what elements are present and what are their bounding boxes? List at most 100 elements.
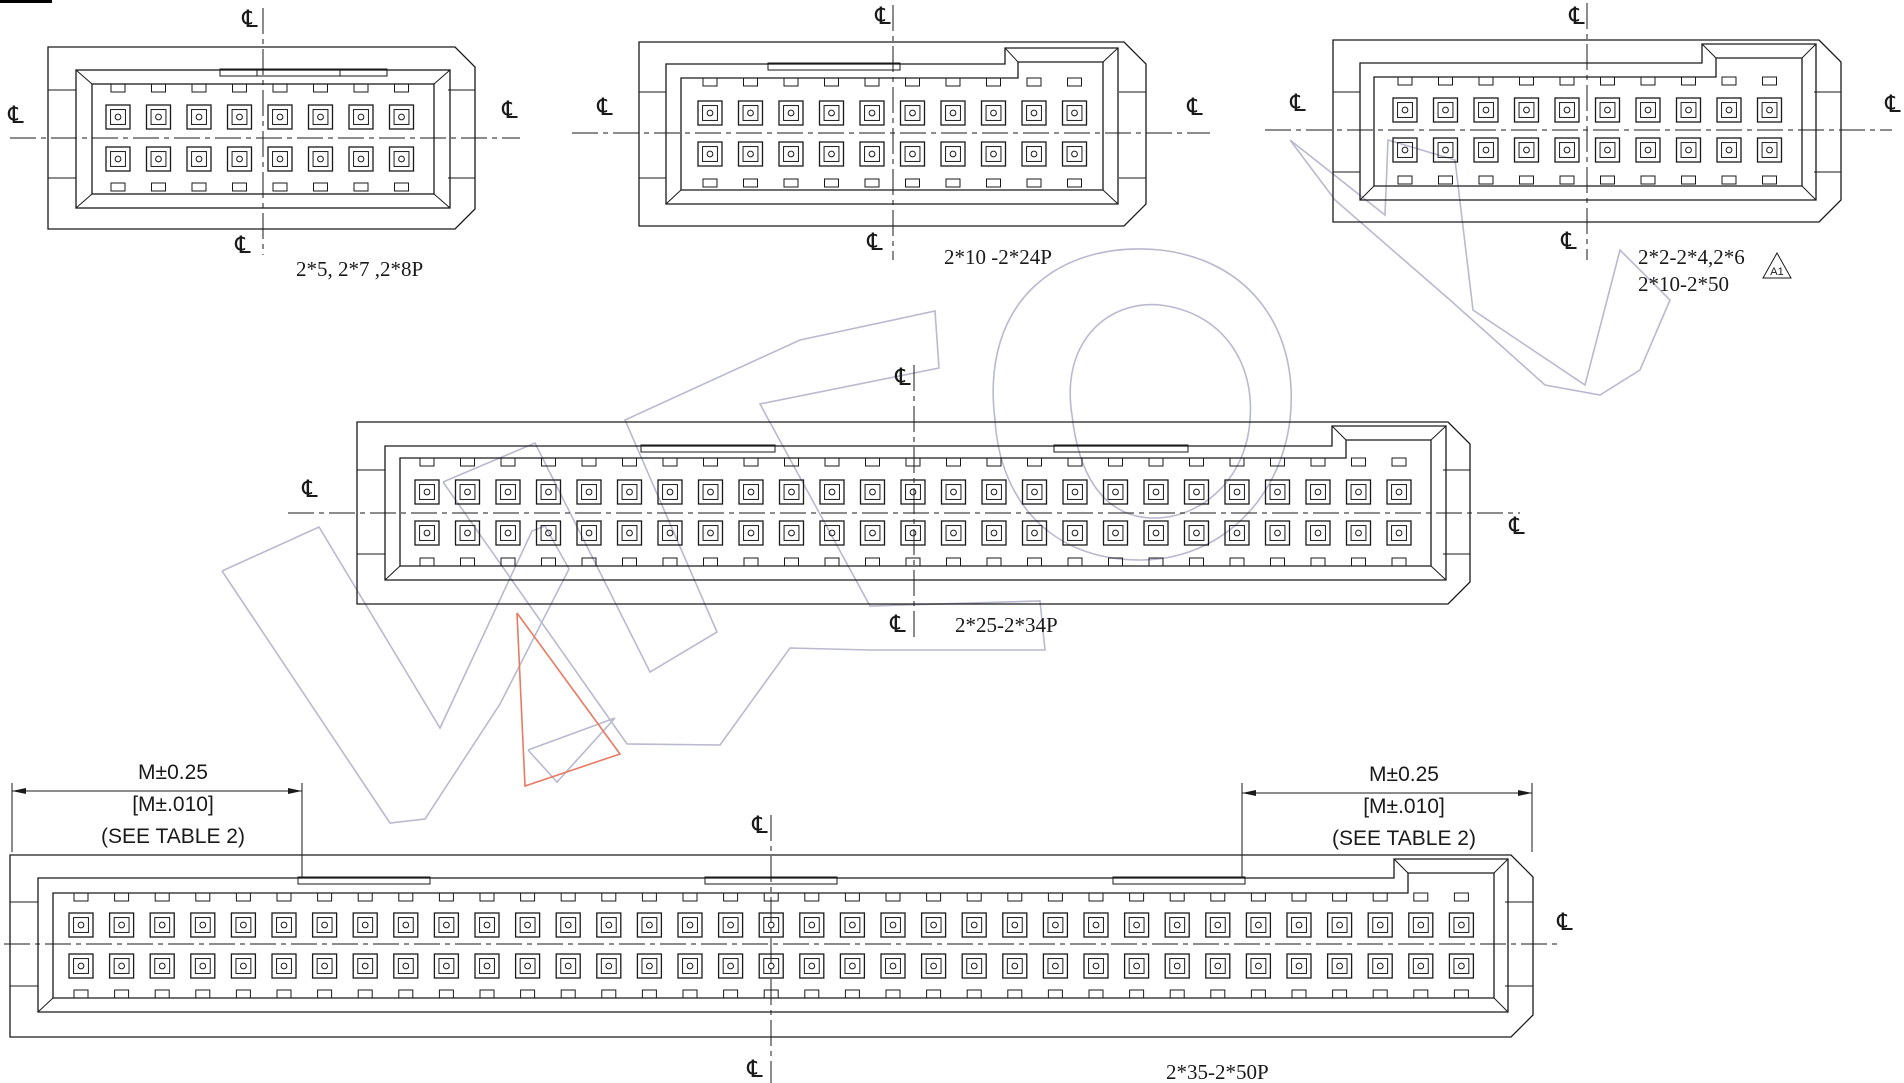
slot-bottom: [1270, 557, 1285, 567]
pin-dot: [970, 962, 978, 970]
pin-inner: [581, 525, 597, 541]
pin-outer: [1367, 953, 1393, 979]
pin-outer: [149, 953, 175, 979]
slot-top: [986, 457, 1002, 467]
pin-dot: [317, 113, 324, 121]
pin-inner: [194, 917, 211, 933]
dimension-note-left: (SEE TABLE 2): [101, 825, 245, 848]
pin-dot: [889, 962, 897, 970]
pin-inner: [1026, 525, 1043, 541]
pin-inner: [1169, 917, 1186, 933]
pin-dot: [930, 921, 937, 929]
slot-top: [353, 83, 369, 93]
centerline-symbol: ℄: [894, 365, 911, 391]
slot-bottom: [1067, 178, 1082, 188]
slot-bottom: [154, 989, 170, 999]
pin-dot: [1152, 488, 1160, 496]
bevel-corner: [433, 193, 451, 209]
pin-dot: [545, 529, 552, 537]
slot-bottom: [191, 182, 207, 192]
slot-bottom: [864, 178, 880, 188]
pin-inner: [438, 958, 455, 974]
slot-bottom: [743, 178, 758, 188]
slot-bottom: [1229, 557, 1245, 567]
pin-inner: [316, 958, 333, 974]
bevel-corner: [433, 69, 451, 85]
slot-top: [1250, 892, 1266, 902]
pin-outer: [1448, 912, 1475, 938]
pin-outer: [859, 141, 885, 167]
bevel-corner: [1102, 47, 1119, 63]
pin-outer: [839, 953, 866, 979]
pin-dot: [195, 155, 203, 163]
centerline-symbol: ℄: [751, 813, 768, 839]
slot-top: [864, 77, 880, 87]
pin-outer: [697, 479, 724, 505]
pin-inner: [479, 917, 495, 933]
pin-inner: [1680, 102, 1697, 118]
pin-outer: [226, 146, 253, 172]
pin-dot: [158, 962, 166, 970]
slot-bottom: [926, 989, 942, 999]
pin-outer: [1716, 97, 1742, 123]
pin-inner: [500, 484, 516, 500]
slot-bottom: [1681, 175, 1696, 185]
pin-outer: [1021, 141, 1047, 167]
pin-outer: [68, 912, 94, 938]
pin-dot: [1395, 488, 1403, 496]
pin-outer: [717, 953, 744, 979]
slot-bottom: [460, 557, 475, 567]
pin-dot: [1071, 529, 1079, 537]
pin-outer: [433, 953, 460, 979]
pin-dot: [849, 962, 856, 970]
dimension-value-inch-left: [M±.010]: [132, 793, 214, 816]
pin-outer: [859, 479, 886, 505]
pin-dot: [950, 529, 957, 537]
pin-dot: [1112, 488, 1119, 496]
slot-bottom: [520, 989, 536, 999]
pin-outer: [738, 479, 764, 505]
slot-bottom: [114, 989, 130, 999]
slot-top: [541, 457, 556, 467]
pin-outer: [859, 100, 885, 126]
pin-inner: [1391, 525, 1407, 541]
slot-top: [702, 77, 718, 87]
pin-dot: [1604, 146, 1611, 154]
pin-outer: [1061, 141, 1088, 167]
pin-inner: [722, 917, 739, 933]
pin-inner: [662, 525, 678, 541]
pin-dot: [1011, 921, 1019, 929]
slot-bottom: [641, 989, 657, 999]
pin-outer: [1473, 137, 1499, 163]
slot-bottom: [1067, 557, 1083, 567]
pin-inner: [312, 151, 329, 167]
pin-outer: [1002, 912, 1028, 938]
slot-top: [1519, 76, 1534, 86]
pin-inner: [783, 525, 800, 541]
pin-dot: [1355, 488, 1362, 496]
pin-dot: [398, 155, 405, 163]
caption-v3-line-1: 2*2-2*4,2*6: [1638, 245, 1745, 269]
arrow-head: [1242, 790, 1256, 796]
slot-bottom: [232, 182, 247, 192]
pin-outer: [657, 479, 683, 505]
slot-bottom: [1397, 175, 1413, 185]
pin-dot: [504, 488, 512, 496]
pin-dot: [158, 921, 166, 929]
slot-top: [398, 892, 414, 902]
pin-inner: [191, 109, 207, 125]
pin-outer: [311, 912, 338, 938]
pin-inner: [560, 917, 577, 933]
pin-inner: [1761, 102, 1778, 118]
pin-outer: [514, 912, 541, 938]
slot-top: [272, 83, 288, 93]
slot-bottom: [1600, 175, 1615, 185]
slot-bottom: [1088, 989, 1104, 999]
slot-bottom: [1478, 175, 1494, 185]
slot-top: [1600, 76, 1615, 86]
pin-dot: [423, 529, 431, 537]
pin-dot: [1314, 529, 1322, 537]
pin-outer: [677, 953, 703, 979]
slot-top: [1026, 77, 1042, 87]
pin-outer: [880, 912, 906, 938]
